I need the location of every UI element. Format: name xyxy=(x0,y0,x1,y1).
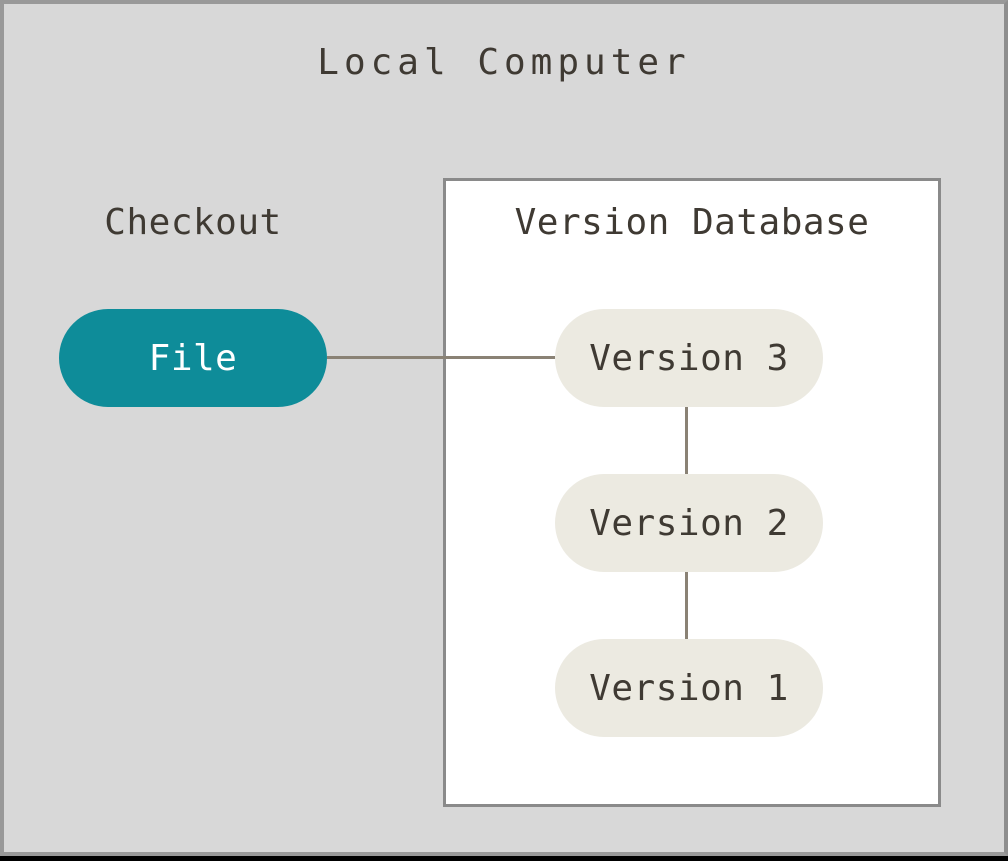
diagram-title: Local Computer xyxy=(317,42,691,83)
connector-version3-to-version2 xyxy=(685,405,688,475)
version-1-label: Version 1 xyxy=(589,667,789,709)
version-database-title: Version Database xyxy=(514,202,870,243)
file-node: File xyxy=(59,309,327,407)
version-3-node: Version 3 xyxy=(555,309,823,407)
version-2-node: Version 2 xyxy=(555,474,823,572)
file-node-label: File xyxy=(148,337,238,379)
connector-version2-to-version1 xyxy=(685,571,688,641)
version-2-label: Version 2 xyxy=(589,502,789,544)
version-1-node: Version 1 xyxy=(555,639,823,737)
version-3-label: Version 3 xyxy=(589,337,789,379)
checkout-label: Checkout xyxy=(104,202,282,243)
connector-file-to-version3 xyxy=(327,356,555,359)
